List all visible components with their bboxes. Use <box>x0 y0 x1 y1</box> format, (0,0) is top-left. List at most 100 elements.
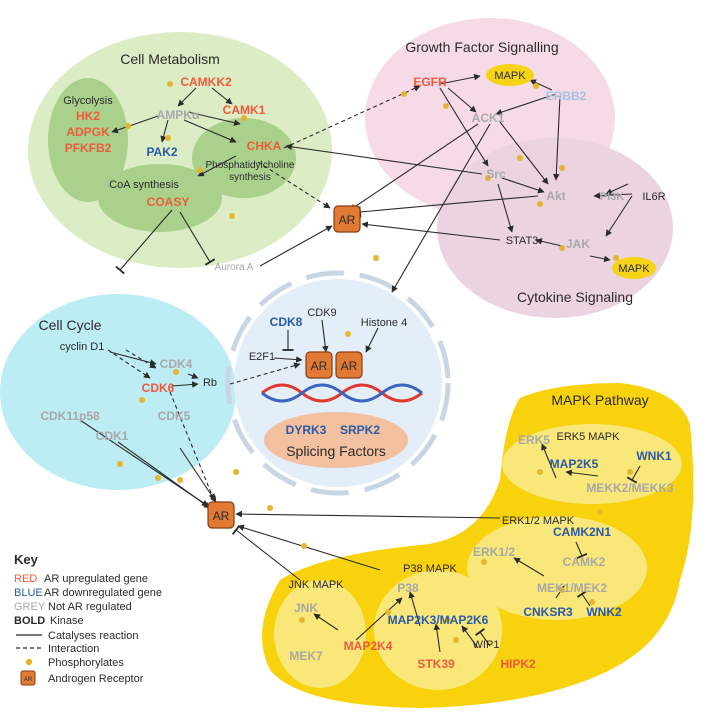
legend-ar-text: Androgen Receptor <box>48 673 144 685</box>
dashed-edges <box>107 85 421 501</box>
node-hk2: HK2 <box>76 109 100 123</box>
node-stk39: STK39 <box>417 657 455 671</box>
node-cytokine-mapk: MAPK <box>618 263 650 275</box>
label-coa-synthesis: CoA synthesis <box>109 179 179 191</box>
label-splicing-factors: Splicing Factors <box>286 443 386 459</box>
label-pc-synthesis: synthesis <box>229 172 271 183</box>
node-camk2n1: CAMK2N1 <box>553 525 611 539</box>
node-cdk11p58: CDK11p58 <box>40 409 100 423</box>
androgen-receptor-main: AR <box>207 501 235 529</box>
svg-text:AR: AR <box>339 213 356 227</box>
node-p38: P38 <box>397 581 419 595</box>
node-cyclin-d1: cyclin D1 <box>60 341 105 353</box>
node-ampka: AMPKα <box>157 108 200 122</box>
label-p38-mapk: P38 MAPK <box>403 563 457 575</box>
legend-red-word: RED <box>14 573 37 585</box>
node-wnk2: WNK2 <box>586 605 622 619</box>
node-histone4: Histone 4 <box>361 317 407 329</box>
cytokine-mapk-badge: MAPK <box>612 257 656 279</box>
node-growth-mapk: MAPK <box>494 70 526 82</box>
node-camkk2: CAMKK2 <box>180 75 232 89</box>
phosphorylation-dots <box>117 81 633 643</box>
node-erbb2: ERBB2 <box>546 89 587 103</box>
legend-ar-icon: AR <box>20 670 36 686</box>
cell-metabolism-title: Cell Metabolism <box>120 51 220 67</box>
legend-bold-word: BOLD <box>14 615 45 627</box>
node-erk5: ERK5 <box>518 433 550 447</box>
node-stat3: STAT3 <box>506 235 539 247</box>
node-mekk2-mekk3: MEKK2/MEKK3 <box>586 481 674 495</box>
legend-grey-text: Not AR regulated <box>48 601 132 613</box>
cell-cycle-title: Cell Cycle <box>38 317 101 333</box>
cell-cycle-region <box>0 294 236 490</box>
node-jnk: JNK <box>294 601 318 615</box>
node-cdk4: CDK4 <box>160 357 193 371</box>
growth-factor-title: Growth Factor Signalling <box>405 39 558 55</box>
node-map2k4: MAP2K4 <box>344 639 393 653</box>
node-chka: CHKA <box>247 139 282 153</box>
svg-text:AR: AR <box>24 677 33 683</box>
cytokine-title: Cytokine Signaling <box>517 289 633 305</box>
svg-text:AR: AR <box>311 359 328 373</box>
cell-metabolism-region <box>28 32 332 268</box>
legend-blue-text: AR downregulated gene <box>44 587 162 599</box>
legend-phospho-text: Phosphorylates <box>48 657 124 669</box>
node-pfkfb2: PFKFB2 <box>65 141 112 155</box>
legend-dashed-text: Interaction <box>48 643 99 655</box>
node-src: Src <box>486 167 506 181</box>
node-cdk1: CDK1 <box>96 429 129 443</box>
node-map2k3-map2k6: MAP2K3/MAP2K6 <box>388 613 489 627</box>
legend-grey-word: GREY <box>14 601 46 613</box>
node-cdk6: CDK6 <box>142 381 175 395</box>
node-mek1-mek2: MEK1/MEK2 <box>537 581 607 595</box>
node-wnk1: WNK1 <box>636 449 672 463</box>
node-srpk2: SRPK2 <box>340 423 380 437</box>
node-pak2: PAK2 <box>146 145 177 159</box>
node-camk2: CAMK2 <box>563 555 606 569</box>
node-camk1: CAMK1 <box>223 103 266 117</box>
node-pi3k: PI3K <box>600 191 625 203</box>
node-e2f1: E2F1 <box>249 351 275 363</box>
node-mek7: MEK7 <box>289 649 323 663</box>
label-phosphatidylcholine: Phosphatidylcholine <box>206 160 295 171</box>
splicing-factors-region <box>264 412 408 468</box>
node-map2k5: MAP2K5 <box>550 457 599 471</box>
legend-title: Key <box>14 552 39 567</box>
androgen-receptor-top: AR <box>333 205 361 233</box>
legend-phospho-dot <box>25 658 33 666</box>
growth-mapk-badge: MAPK <box>486 64 534 86</box>
node-jak: JAK <box>566 237 590 251</box>
cytokine-region <box>437 138 673 318</box>
label-erk5-mapk: ERK5 MAPK <box>557 431 621 443</box>
node-ack1: ACK1 <box>472 111 505 125</box>
node-egfr: EGFR <box>413 75 447 89</box>
androgen-receptor-dna-1: AR <box>305 351 333 379</box>
node-akt: Akt <box>546 189 565 203</box>
androgen-receptor-dna-2: AR <box>335 351 363 379</box>
dna-helix <box>261 383 423 403</box>
node-wip1: WIP1 <box>473 639 500 651</box>
node-erk12: ERK1/2 <box>473 545 515 559</box>
legend: Key RED AR upregulated gene BLUE AR down… <box>14 552 162 686</box>
edges <box>79 73 641 653</box>
label-jnk-mapk: JNK MAPK <box>288 579 344 591</box>
node-cdk5: CDK5 <box>158 409 191 423</box>
legend-bold-text: Kinase <box>50 615 84 627</box>
node-coasy: COASY <box>147 195 190 209</box>
mapk-pathway-title: MAPK Pathway <box>551 392 648 408</box>
node-dyrk3: DYRK3 <box>286 423 327 437</box>
node-rb: Rb <box>203 377 217 389</box>
svg-text:AR: AR <box>213 509 230 523</box>
legend-red-text: AR upregulated gene <box>44 573 148 585</box>
node-adpgk: ADPGK <box>66 125 110 139</box>
label-glycolysis: Glycolysis <box>63 95 113 107</box>
legend-solid-text: Catalyses reaction <box>48 630 139 642</box>
node-cdk9: CDK9 <box>307 307 336 319</box>
node-aurora-a: Aurora A <box>215 262 254 273</box>
node-cdk8: CDK8 <box>270 315 303 329</box>
label-erk12-mapk: ERK1/2 MAPK <box>502 515 575 527</box>
node-hipk2: HIPK2 <box>500 657 536 671</box>
nucleus-region <box>225 270 451 496</box>
node-cnksr3: CNKSR3 <box>523 605 573 619</box>
